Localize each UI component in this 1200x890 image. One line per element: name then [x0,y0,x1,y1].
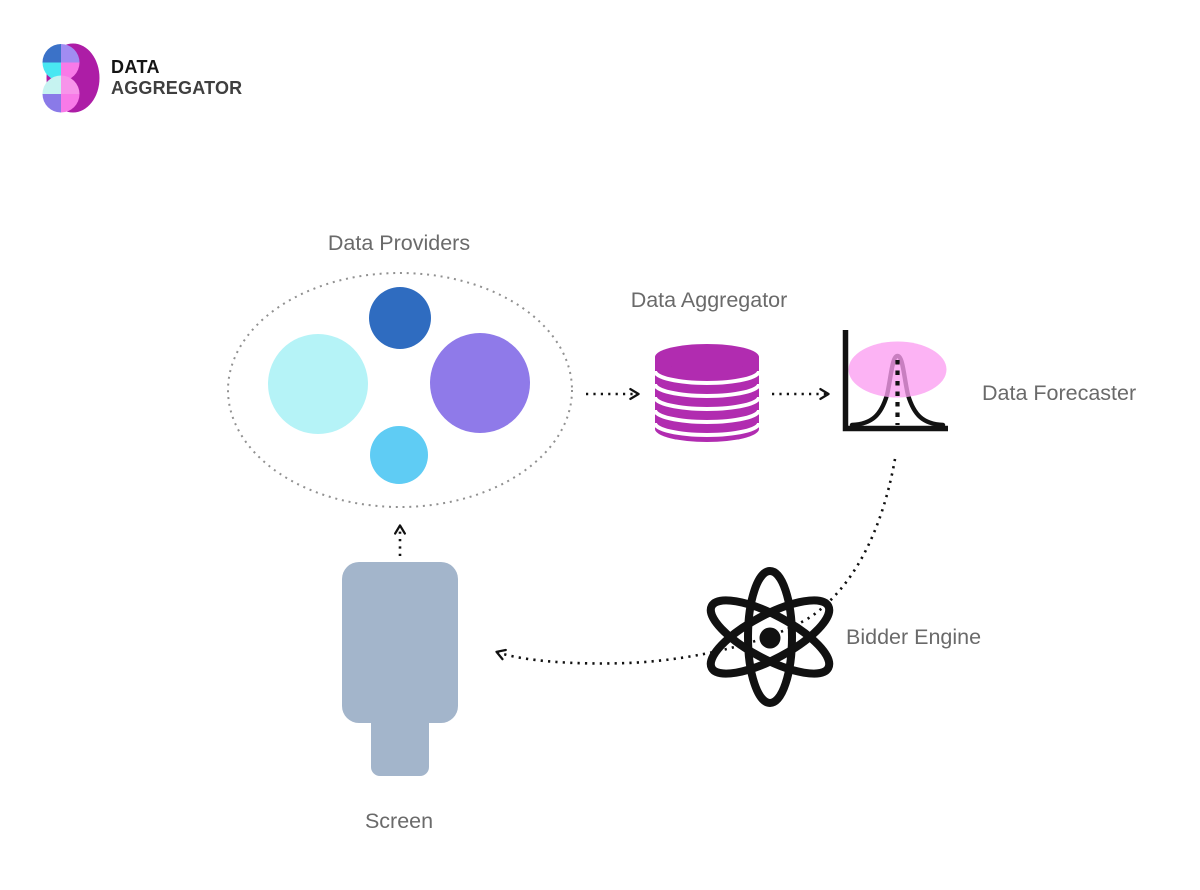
connector-forecaster-via-bidder-to-screen [495,458,897,665]
logo-quad-blue [42,44,61,63]
phone-screen-icon [342,562,458,776]
logo-quad-pale-cyan [42,75,61,94]
database-cylinder-icon [653,344,761,442]
provider-circle-cyan [268,334,368,434]
providers-label: Data Providers [327,231,471,255]
atom-orbit-right [706,596,834,678]
database-disc-line [653,422,761,437]
logo-quad-periwinkle [61,44,80,63]
forecaster-label: Data Forecaster [982,381,1137,405]
screen-body [342,562,458,723]
logo-quad-pink-lower [61,94,80,113]
provider-circle-blue [369,287,431,349]
provider-circle-purple [430,333,530,433]
atom-orbit-left [706,596,834,678]
database-disc-line [653,383,761,398]
atom-icon [706,567,834,707]
chart-axes [842,330,948,432]
atom-nucleus [759,627,781,649]
forecast-highlight-ellipse [848,341,947,398]
atom-orbit-vertical [744,567,796,707]
database-disc-line [653,370,761,385]
provider-circle-sky [370,426,428,484]
logo-text: DATA AGGREGATOR [111,57,242,99]
bubble-cluster-icon [227,272,573,508]
logo-quad-dot-pink [61,75,80,94]
database-top-cap [655,344,759,370]
providers-boundary-ellipse [227,272,573,508]
logo-title-line2: AGGREGATOR [111,78,243,98]
database-disc-line [653,396,761,411]
logo-quad-purple [42,94,61,113]
logo-icon [42,43,100,113]
logo-title-line1: DATA [111,57,160,77]
bell-curve-chart-icon [842,330,948,432]
database-disc-line [653,409,761,424]
aggregator-label: Data Aggregator [630,288,788,312]
screen-label: Screen [364,809,434,833]
logo: DATA AGGREGATOR [42,43,242,113]
bidder-label: Bidder Engine [846,625,982,649]
